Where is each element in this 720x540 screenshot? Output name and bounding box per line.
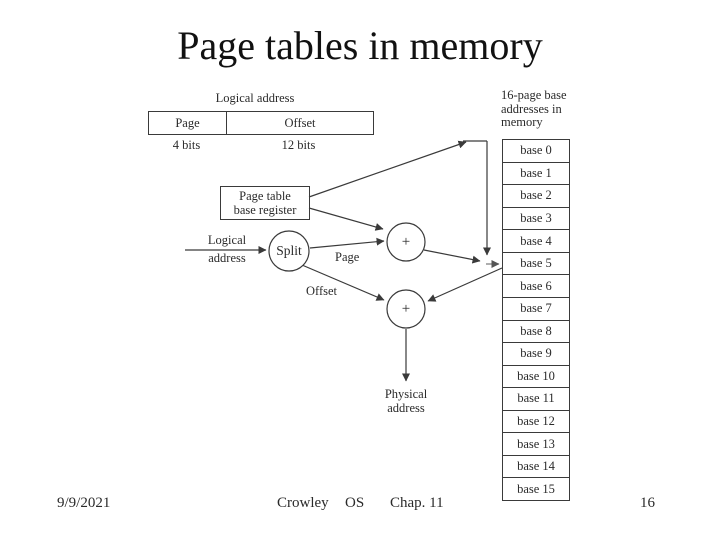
page-bits-label: 4 bits — [172, 138, 201, 152]
logical-address-caption: Logical address — [215, 91, 295, 105]
memory-table-row: base 8 — [503, 321, 569, 344]
footer-author: Crowley — [277, 495, 329, 511]
offset-bits-label: 12 bits — [281, 138, 316, 152]
memory-table-row: base 6 — [503, 275, 569, 298]
input-label-line1: Logical — [207, 233, 247, 247]
page-field: Page — [149, 112, 227, 134]
footer-chapter: Chap. 11 — [390, 495, 444, 511]
memory-table-row: base 1 — [503, 163, 569, 186]
ptbr-label-line2: base register — [233, 203, 297, 217]
footer-date: 9/9/2021 — [57, 495, 111, 511]
page-title: Page tables in memory — [177, 23, 543, 68]
arrow-adder1-to-entry — [423, 249, 481, 264]
arrow-split-page-to-adder1 — [309, 237, 385, 249]
memory-table-row: base 13 — [503, 433, 569, 456]
adder2-label: + — [401, 300, 411, 317]
memory-header-line2: addresses in — [501, 101, 562, 116]
memory-table-row: base 15 — [517, 481, 555, 496]
footer-course: OS — [345, 495, 365, 511]
memory-table-row: base 5 — [503, 253, 569, 276]
memory-header-line1: 16-page base — [501, 88, 567, 102]
memory-table-row: base 11 — [503, 388, 569, 411]
page-wire-label: Page — [335, 250, 360, 264]
page-table-base-register-box: Page table base register — [220, 186, 310, 220]
memory-header-line3: memory — [501, 115, 543, 129]
footer-page-number: 16 — [640, 495, 655, 511]
offset-wire-label: Offset — [306, 284, 338, 298]
ptbr-label-line1: Page table — [239, 189, 291, 203]
logical-address-format-box: Page Offset — [148, 111, 374, 135]
adder1-label: + — [401, 233, 411, 250]
offset-field: Offset — [284, 115, 316, 130]
memory-table-row: base 4 — [503, 230, 569, 253]
split-node-label: Split — [276, 243, 302, 258]
memory-table-row: base 3 — [503, 208, 569, 231]
memory-table-row: base 7 — [503, 298, 569, 321]
arrow-base5-to-adder2 — [427, 267, 503, 302]
memory-table-row: base 2 — [503, 185, 569, 208]
output-label-line1: Physical — [384, 387, 428, 401]
memory-table-header: 16-page base addresses in memory — [501, 88, 567, 130]
memory-table-row: base 10 — [503, 366, 569, 389]
input-label-line2: address — [208, 251, 246, 265]
memory-table-row: base 0 — [503, 140, 569, 163]
memory-table-row: base 12 — [503, 411, 569, 434]
memory-table-row: base 9 — [503, 343, 569, 366]
memory-table-row: base 14 — [503, 456, 569, 479]
arrow-ptbr-to-adder1 — [308, 207, 384, 231]
output-label-line2: address — [387, 401, 425, 415]
